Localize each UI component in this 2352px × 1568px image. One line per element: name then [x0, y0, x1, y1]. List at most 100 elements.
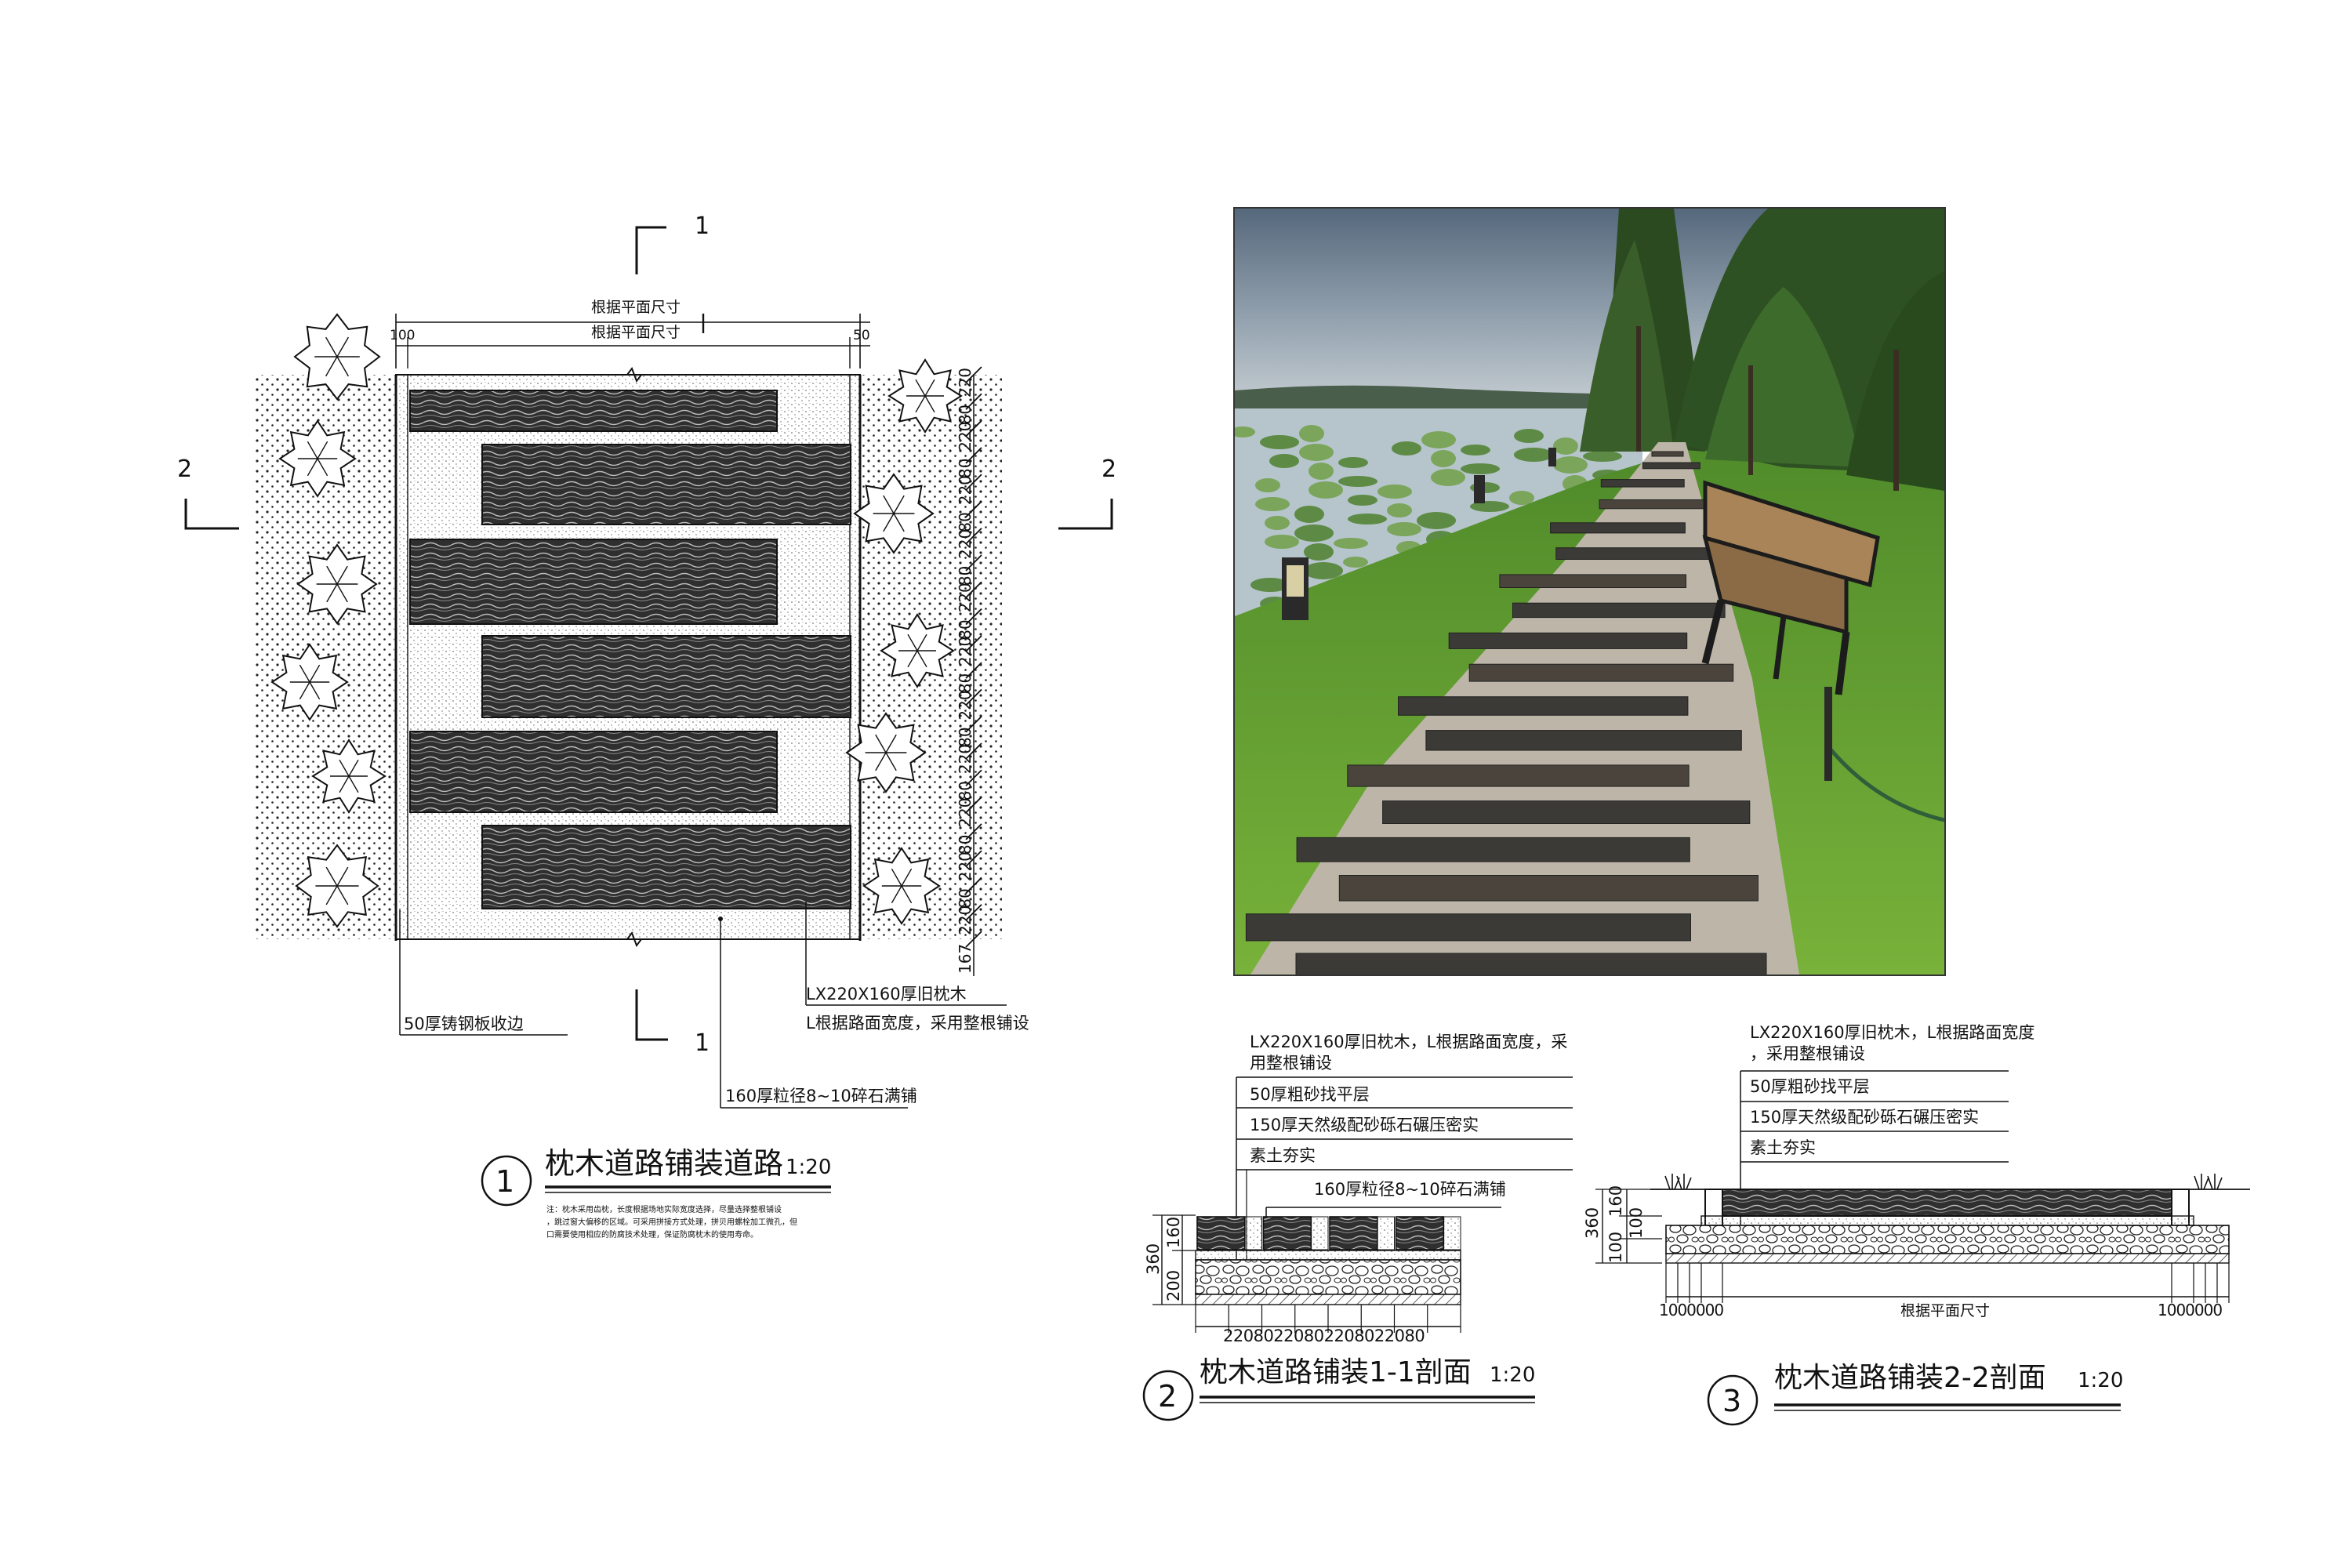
section-2-2-label-1b: ，采用整根铺设	[1750, 1044, 1865, 1063]
section-2-2-dim-c: 100	[1606, 1232, 1625, 1263]
detail-title-2-number: 2	[1158, 1379, 1177, 1414]
plan-dimension-inner: 根据平面尺寸	[591, 324, 681, 341]
lotus-leaf	[1304, 543, 1334, 561]
lotus-leaf	[1421, 431, 1456, 448]
grass-tuft	[2207, 1174, 2223, 1190]
shrub-branch	[325, 356, 338, 377]
lotus-leaf	[1255, 497, 1290, 511]
shrub-branch	[336, 866, 349, 887]
section-1-1-soil-layer	[1195, 1294, 1461, 1305]
section-1-1-label-2: 50厚粗砂找平层	[1250, 1085, 1370, 1104]
lotus-leaf	[1308, 481, 1343, 499]
plan-dimension-value: 80	[956, 835, 975, 855]
sleeper	[409, 539, 778, 625]
lotus-leaf	[1299, 444, 1334, 461]
shrub-branch	[326, 565, 338, 585]
photo-sleeper	[1448, 632, 1688, 649]
lotus-leaf	[1553, 437, 1578, 455]
lotus-leaf	[1553, 456, 1588, 474]
shrub-branch	[325, 866, 338, 887]
sleeper	[409, 390, 778, 432]
section-2-2-sand-layer	[1700, 1215, 2194, 1226]
section-1-1-sleeper	[1262, 1216, 1312, 1250]
shrub-branch	[307, 441, 318, 459]
detail-title-3: 3 枕木道路铺装2-2剖面 1:20	[1707, 1362, 2123, 1426]
reference-photo	[1233, 207, 1946, 976]
section-2-2-label-3: 150厚天然级配砂砾石碾压密实	[1750, 1108, 1979, 1127]
section-2-2-gravel-layer	[1665, 1225, 2230, 1254]
callout-steel-edge-label: 50厚铸钢板收边	[404, 1014, 524, 1033]
photo-sleeper	[1499, 574, 1686, 588]
sleeper	[481, 635, 851, 718]
lotus-leaf	[1387, 503, 1412, 517]
plan-dimension-bottom: 167	[956, 944, 975, 974]
plan-dimension-value: 80	[956, 781, 975, 800]
section-2-2-soil-layer	[1665, 1253, 2230, 1264]
detail-title-1-name: 枕木道路铺装道路	[545, 1146, 783, 1181]
plan-dimension-value: 220	[956, 690, 975, 720]
shrub-branch	[325, 336, 338, 358]
section-2-2: LX220X160厚旧枕木，L根据路面宽度 ，采用整根铺设 50厚粗砂找平层 1…	[1583, 1023, 2250, 1426]
plan-dimension-value: 220	[956, 637, 975, 666]
shrub-branch	[891, 885, 902, 904]
plan-dimension-value: 220	[956, 744, 975, 774]
photo-sleeper	[1555, 547, 1717, 561]
lotus-leaf	[1260, 435, 1299, 449]
section-1-1: LX220X160厚旧枕木，L根据路面宽度，采 用整根铺设 50厚粗砂找平层 1…	[1142, 1033, 1573, 1421]
lotus-leaf	[1265, 516, 1290, 530]
shrub-branch	[336, 583, 348, 603]
far-treeline	[1235, 385, 1595, 414]
shrub-branch	[325, 885, 338, 906]
shrub-branch	[299, 664, 310, 683]
section-1-1-sleeper	[1196, 1216, 1246, 1250]
callout-steel-edge: 50厚铸钢板收边	[399, 909, 568, 1036]
lotus-leaf	[1387, 522, 1421, 536]
section-1-1-gravel-infill	[1244, 1216, 1262, 1250]
shrub-branch	[875, 734, 887, 753]
plan-dimension-outer: 根据平面尺寸	[591, 299, 681, 316]
lotus-leaf	[1392, 441, 1421, 456]
detail-title-1-scale: 1:20	[786, 1156, 831, 1179]
section-mark-1-bottom-label: 1	[695, 1029, 710, 1057]
detail-title-2-name: 枕木道路铺装1-1剖面	[1200, 1356, 1472, 1388]
detail-title-3-number: 3	[1722, 1384, 1741, 1418]
detail-title-3-name: 枕木道路铺装2-2剖面	[1774, 1362, 2046, 1394]
photo-sleeper	[1295, 953, 1767, 975]
lotus-leaf	[1294, 524, 1334, 542]
lotus-leaf	[1348, 514, 1387, 524]
photo-sleepers	[1245, 451, 1767, 975]
shrub-branch	[339, 759, 350, 777]
section-2-2-dim-right: 1000000	[2158, 1301, 2222, 1319]
section-mark-2-right-label: 2	[1102, 456, 1116, 483]
section-1-1-dim-bottom: 22080220802208022080	[1223, 1327, 1425, 1345]
section-1-1-gravel-infill	[1443, 1216, 1461, 1250]
lotus-leaf	[1294, 506, 1324, 523]
lotus-leaf	[1265, 535, 1299, 549]
photo-sleeper	[1382, 800, 1751, 824]
sleeper	[409, 731, 778, 813]
photo-sleeper	[1550, 522, 1686, 534]
photo-sleeper	[1642, 462, 1700, 470]
lotus-leaf	[1334, 538, 1368, 549]
plan-dimension-value: 220	[956, 583, 975, 612]
plan-dimension-value: 220	[956, 851, 975, 881]
lotus-leaf	[1431, 469, 1465, 486]
callout-gravel-label: 160厚粒径8~10碎石满铺	[725, 1087, 917, 1105]
plan-dimension-value: 220	[956, 906, 975, 935]
shrub-branch	[348, 759, 359, 777]
plan-dimension-value: 80	[956, 459, 975, 478]
shrub-branch	[317, 441, 328, 459]
section-1-1-sand-layer	[1195, 1250, 1461, 1261]
section-1-1-gravel-infill	[1310, 1216, 1329, 1250]
section-mark-1-bottom: 1	[635, 989, 710, 1057]
shrub-branch	[893, 495, 905, 514]
shrub-branch	[885, 734, 897, 753]
plan-dimension-value: 220	[956, 798, 975, 828]
lotus-leaf	[1348, 495, 1377, 506]
photo-sleeper	[1600, 479, 1685, 488]
section-mark-2-left: 2	[177, 456, 239, 530]
section-1-1-dim-mid: 200	[1164, 1270, 1183, 1301]
garden-lamps	[1282, 448, 1556, 620]
plan-dimension-value: 80	[956, 512, 975, 532]
section-1-1-sleepers	[1196, 1216, 1461, 1250]
